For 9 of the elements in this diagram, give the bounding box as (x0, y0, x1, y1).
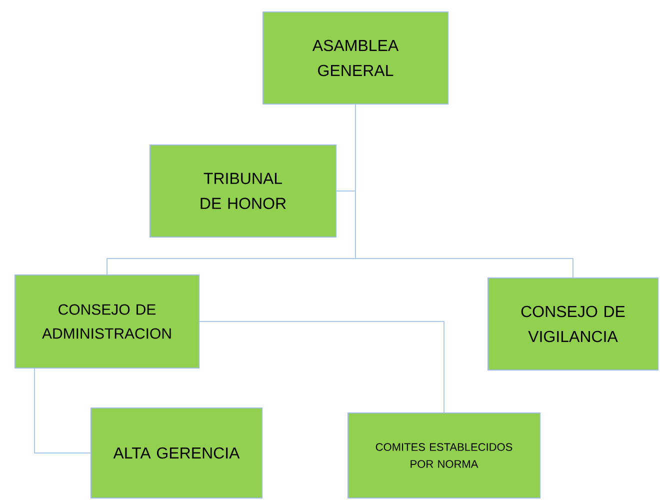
org-box: COMITES ESTABLECIDOS POR NORMA (348, 412, 540, 498)
org-box: ASAMBLEA GENERAL (262, 12, 448, 104)
connector-line (355, 104, 574, 278)
org-box: TRIBUNAL DE HONOR (150, 144, 336, 238)
org-box: CONSEJO DE ADMINISTRACION (14, 274, 200, 368)
org-box: ALTA GERENCIA (90, 408, 262, 498)
connector-line (199, 321, 444, 413)
org-box: CONSEJO DE VIGILANCIA (488, 278, 659, 370)
connector-line (34, 368, 91, 454)
